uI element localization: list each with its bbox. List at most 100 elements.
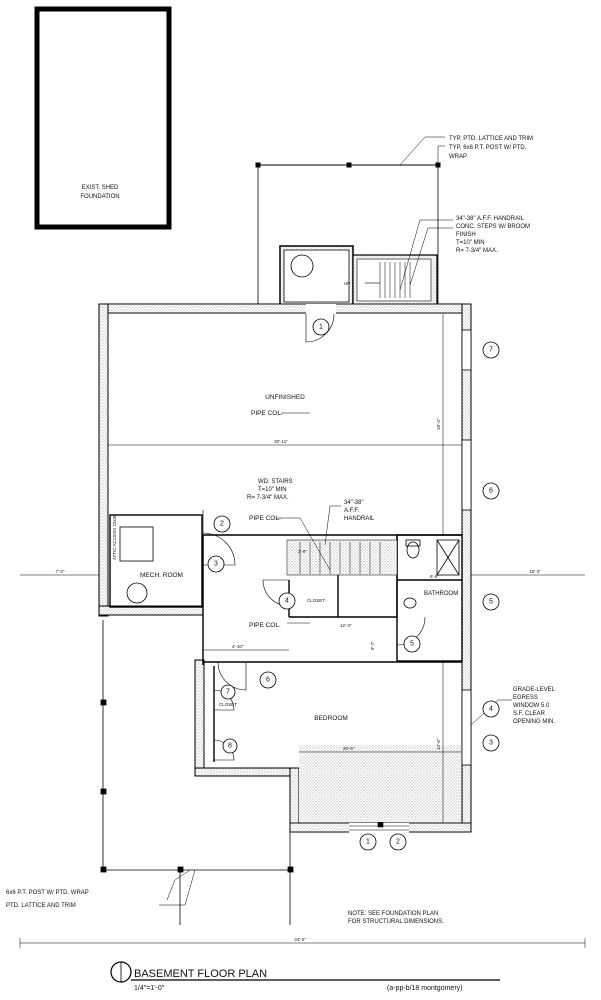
dimension-lines (19, 314, 586, 948)
shed-label-1: EXIST. SHED (82, 185, 119, 191)
dim-right-ext: 10'-3" (529, 569, 541, 574)
tag-circle (213, 515, 231, 533)
note-lattice: TYP. PTD. LATTICE AND TRIM (449, 136, 533, 142)
note-wd-stairs-2: T=10" MIN (258, 487, 287, 493)
window-bottom-wall (349, 821, 409, 831)
leader-lines (159, 136, 512, 906)
tags (207, 318, 500, 851)
tag-label: 5 (489, 599, 493, 606)
note-wd-stairs-3: R= 7-3/4" MAX. (247, 495, 289, 501)
dim-6-8: 6'-8" (430, 574, 439, 579)
tag-circle (482, 734, 500, 752)
dim-9-7: 9'-7" (370, 641, 375, 650)
windows-right-wall (461, 329, 472, 766)
note-handrail-ext-5: R= 7-3/4" MAX. (456, 248, 498, 254)
note-post-left-2: PTD. LATTICE AND TRIM (6, 903, 76, 909)
note-handrail-ext-2: CONC. STEPS W/ BROOM (456, 224, 530, 230)
room-bathroom: BATHROOM (424, 591, 458, 597)
title-main: BASEMENT FLOOR PLAN (134, 968, 267, 980)
note-egress-5: OPENING MIN. (513, 719, 555, 725)
tag-circle (259, 671, 277, 689)
tag-circle (222, 738, 238, 754)
tag-label: 6 (489, 488, 493, 495)
tag-label: 6 (266, 677, 270, 684)
door-swings (202, 313, 426, 761)
dim-20: 20'-6" (343, 746, 355, 751)
tag-label: 1 (319, 324, 323, 331)
room-mech: MECH. ROOM (140, 572, 183, 579)
tag-label: 4 (489, 706, 493, 713)
note-handrail-ext-1: 34"-38" A.F.F. HANDRAIL (456, 216, 525, 222)
title-scale: 1/4"=1'-0" (134, 985, 165, 992)
tag-circle (482, 593, 500, 611)
title-ref: (a-pp-b/18 montgomery) (387, 985, 462, 992)
tag-circle (482, 482, 500, 500)
note-attic-access: ATTIC ACCESS 22x30 (112, 514, 117, 560)
note-foundation-2: FOR STRUCTURAL DIMENSIONS. (348, 919, 444, 925)
room-closet-2: CLOSET (219, 702, 237, 707)
bath-fixtures (403, 539, 460, 609)
dim-3-9: 3'-9" (298, 549, 307, 554)
note-wd-stairs-1: WD. STAIRS (258, 479, 293, 485)
room-bedroom: BEDROOM (314, 715, 348, 722)
tag-circle (482, 700, 500, 718)
tag-label: 7 (489, 347, 493, 354)
note-handrail-ext-4: T=10" MIN (456, 240, 485, 246)
dim-bottom: 34'-0" (294, 937, 306, 942)
note-handrail-int-3: HANDRAIL (344, 516, 375, 522)
dim-left-ext: 7'-3" (56, 569, 65, 574)
note-egress-1: GRADE-LEVEL (513, 687, 556, 693)
porch-structure (255, 162, 441, 307)
note-handrail-ext-3: FINISH (456, 232, 476, 238)
dim-12: 12'-3" (340, 623, 352, 628)
tag-circle (207, 555, 225, 573)
room-closet: CLOSET (307, 598, 325, 603)
title-block: BASEMENT FLOOR PLAN 1/4"=1'-0" (a-pp-b/1… (110, 961, 500, 992)
note-foundation-1: NOTE: SEE FOUNDATION PLAN (348, 911, 438, 917)
interior-stairs (286, 539, 398, 576)
note-pipe-col-3: PIPE COL. (249, 622, 281, 629)
tag-label: 8 (228, 743, 232, 750)
note-post-1: TYP. 6x6 P.T. POST W/ PTD. (449, 145, 527, 151)
tag-label: 3 (489, 740, 493, 747)
dim-18: 18'-4" (436, 418, 441, 430)
shed-label-2: FOUNDATION (80, 194, 119, 200)
up-label: UP (344, 281, 350, 286)
note-egress-3: WINDOW 5.0 (513, 703, 550, 709)
dim-13: 13'-6" (436, 738, 441, 750)
tag-label: 7 (226, 689, 230, 696)
note-post-left-1: 6x6 P.T. POST W/ PTD. WRAP (6, 890, 89, 896)
tag-label: 1 (366, 839, 370, 846)
room-unfinished: UNFINISHED (265, 394, 305, 401)
tag-label: 2 (220, 521, 224, 528)
shed-foundation: EXIST. SHED FOUNDATION (34, 6, 172, 230)
lower-porch (100, 620, 294, 925)
note-egress-4: S.F. CLEAR (513, 711, 546, 717)
mech-equipment (119, 526, 154, 604)
tag-label: 2 (396, 839, 400, 846)
tag-circle (312, 318, 330, 336)
door-openings (306, 304, 409, 833)
tag-circle (389, 833, 407, 851)
notes: TYP. PTD. LATTICE AND TRIM TYP. 6x6 P.T.… (6, 136, 556, 925)
tag-circle (482, 341, 500, 359)
note-post-2: WRAP (449, 154, 467, 160)
dim-overall-width: 30'-11" (274, 439, 288, 444)
note-pipe-col-2: PIPE COL. (249, 515, 281, 522)
tag-circle (359, 833, 377, 851)
tag-labels: 1 2 3 4 5 6 7 8 1 2 3 4 5 6 7 (214, 324, 493, 846)
note-egress-2: EGRESS (513, 695, 538, 701)
tag-label: 3 (214, 561, 218, 568)
tag-circle (403, 635, 421, 653)
bedroom-floor-shading (299, 745, 461, 822)
note-pipe-col-1: PIPE COL. (251, 410, 283, 417)
tag-circle (278, 592, 296, 610)
tag-label: 5 (410, 641, 414, 648)
note-handrail-int-1: 34"-38" (344, 500, 364, 506)
tag-label: 4 (285, 598, 289, 605)
dimension-labels: 30'-11" 7'-3" 10'-3" 34'-0" 18'-4" 13'-6… (56, 418, 542, 942)
note-handrail-int-2: A.F.F. (344, 508, 359, 514)
tag-circle (220, 684, 236, 700)
dim-4-10: 4'-10" (232, 644, 244, 649)
